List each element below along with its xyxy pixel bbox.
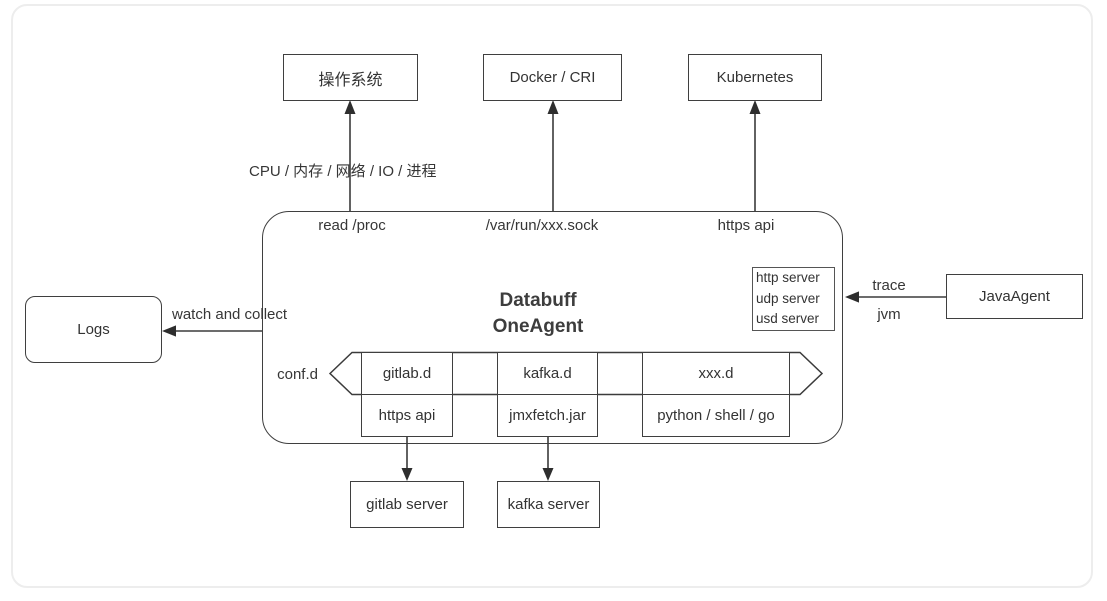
conf-item-gitlab: gitlab.d	[361, 352, 453, 395]
agent-title-line1: Databuff	[499, 290, 577, 311]
gitlab-server-box: gitlab server	[350, 481, 464, 528]
conf-item-xxx: xxx.d	[642, 352, 790, 395]
conf-item-kafka: kafka.d	[497, 352, 598, 395]
trace-label: trace	[872, 277, 906, 294]
runner-jmxfetch-label: jmxfetch.jar	[509, 407, 586, 424]
server-list-item-udp: udp server	[756, 290, 820, 306]
runner-https-api: https api	[361, 394, 453, 437]
var-run-sock-label: /var/run/xxx.sock	[485, 217, 599, 234]
javaagent-box: JavaAgent	[946, 274, 1083, 319]
logs-box-label: Logs	[77, 321, 110, 338]
read-proc-label: read /proc	[318, 217, 386, 234]
logs-box: Logs	[25, 296, 162, 363]
conf-item-gitlab-label: gitlab.d	[382, 365, 432, 382]
agent-title-line2: OneAgent	[492, 316, 584, 337]
cpu-metrics-label: CPU / 内存 / 网络 / IO / 进程	[249, 163, 437, 180]
conf-d-label: conf.d	[277, 366, 318, 383]
docker-box-label: Docker / CRI	[509, 69, 596, 86]
javaagent-box-label: JavaAgent	[979, 288, 1050, 305]
arrowhead-kubernetes	[749, 100, 761, 114]
conf-item-xxx-label: xxx.d	[698, 365, 734, 382]
server-list-item-usd: usd server	[756, 311, 820, 326]
server-list-box: http server udp server usd server	[752, 267, 835, 331]
arrowhead-docker	[547, 100, 559, 114]
runner-https-api-label: https api	[378, 407, 436, 424]
arrowhead-gitlab-server	[401, 468, 413, 481]
kubernetes-box: Kubernetes	[688, 54, 822, 101]
server-list-item-http: http server	[756, 270, 820, 285]
watch-collect-label: watch and collect	[172, 306, 288, 323]
os-box-label: 操作系统	[318, 71, 383, 89]
runner-python-shell-go-label: python / shell / go	[657, 407, 775, 424]
arrowhead-javaagent	[845, 291, 859, 303]
arrowhead-logs	[162, 325, 176, 337]
kafka-server-label: kafka server	[507, 496, 590, 513]
arrowhead-kafka-server	[542, 468, 554, 481]
os-box: 操作系统	[283, 54, 418, 101]
kubernetes-box-label: Kubernetes	[716, 69, 794, 86]
conf-item-kafka-label: kafka.d	[523, 365, 572, 382]
runner-python-shell-go: python / shell / go	[642, 394, 790, 437]
docker-box: Docker / CRI	[483, 54, 622, 101]
agent-title: Databuff OneAgent	[438, 288, 638, 340]
gitlab-server-label: gitlab server	[366, 496, 448, 513]
https-api-edge-label: https api	[717, 217, 775, 234]
jvm-label: jvm	[877, 306, 901, 323]
arrowhead-os	[344, 100, 356, 114]
runner-jmxfetch: jmxfetch.jar	[497, 394, 598, 437]
kafka-server-box: kafka server	[497, 481, 600, 528]
